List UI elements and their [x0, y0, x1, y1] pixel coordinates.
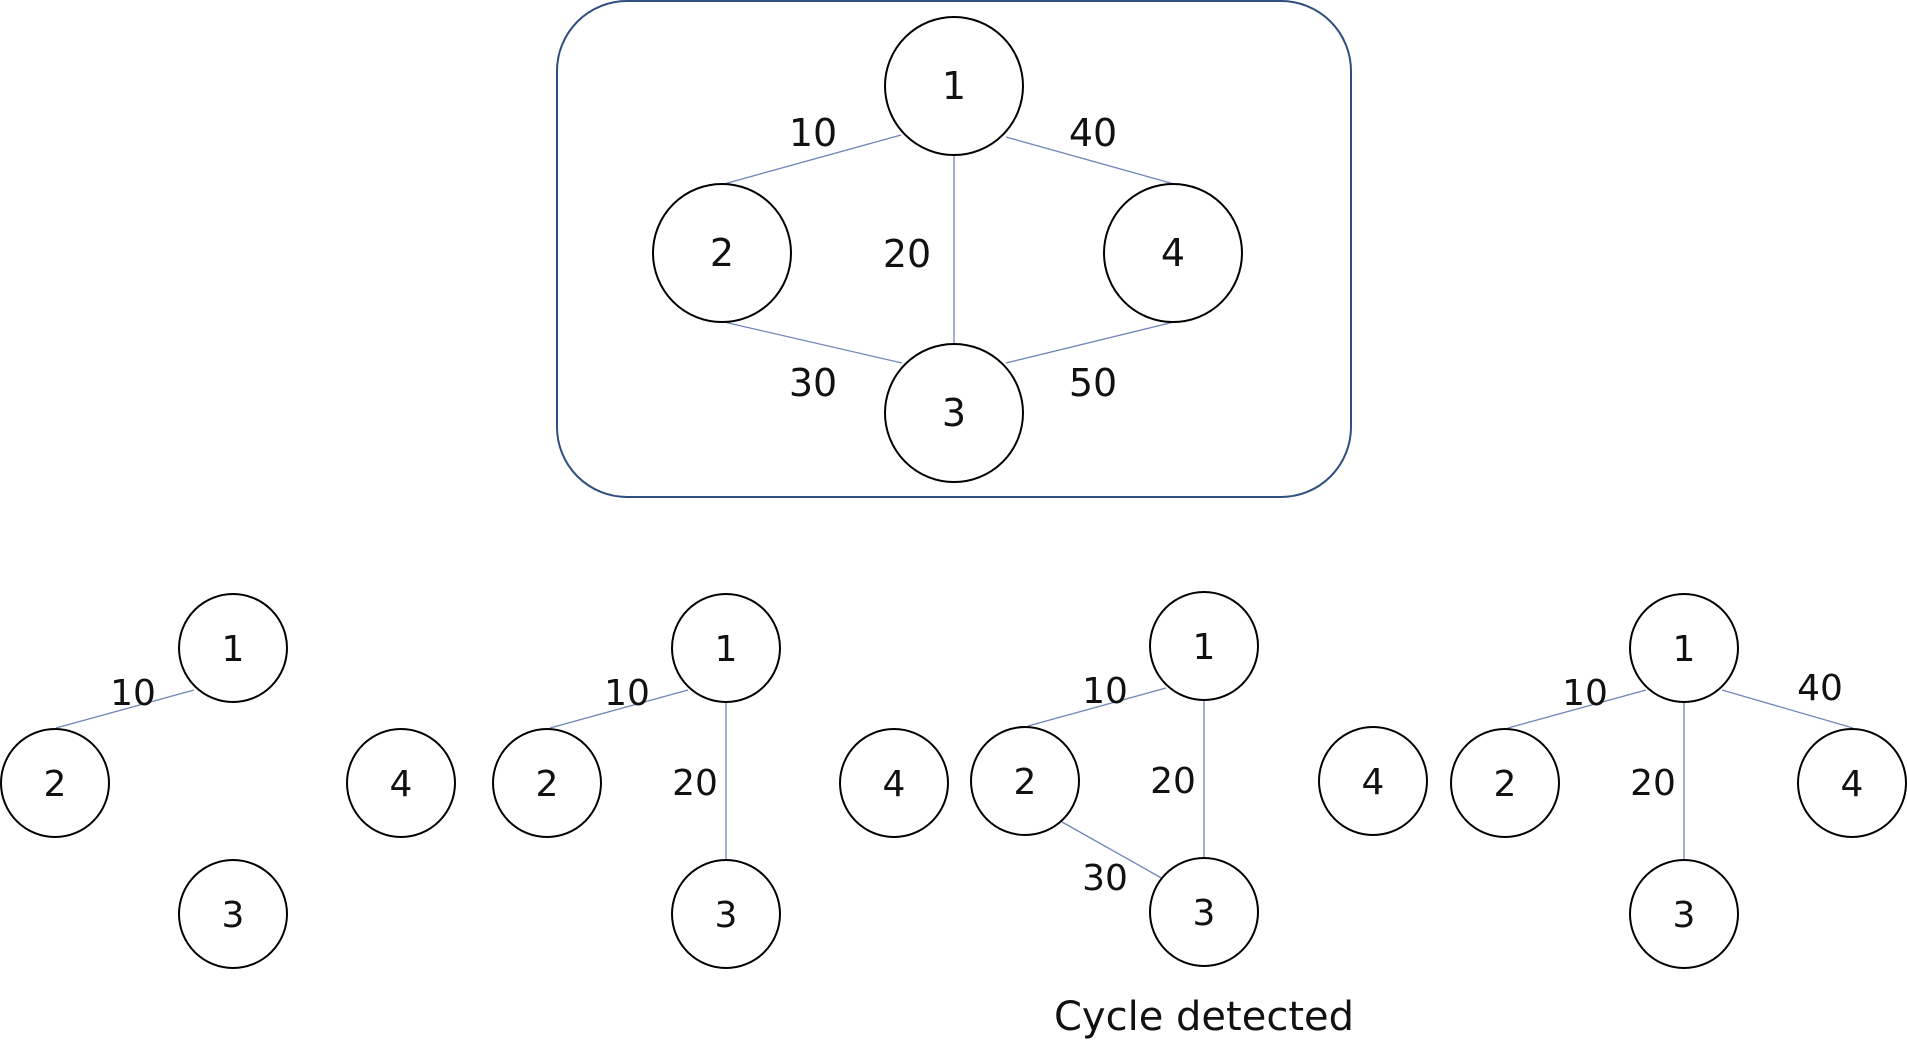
edge-1-2: [723, 134, 902, 185]
node-1: [1629, 593, 1739, 703]
edge-weight-label: 30: [1082, 858, 1128, 899]
node-1: [1149, 591, 1259, 701]
step-1-graph: 1 2 3 4 10: [0, 593, 456, 969]
step-3-graph: 1 2 3 4 10 20 30 Cycle detected: [970, 591, 1428, 1040]
node-4: [839, 728, 949, 838]
edge-weight-label: 10: [789, 111, 837, 155]
node-3: [1629, 859, 1739, 969]
node-3-label: 3: [1673, 895, 1696, 936]
node-3: [178, 859, 288, 969]
cycle-detected-caption: Cycle detected: [1054, 994, 1354, 1040]
edge-1-2: [549, 689, 689, 729]
node-4-label: 4: [1841, 764, 1864, 805]
node-1-label: 1: [222, 629, 245, 670]
node-4-label: 4: [1362, 762, 1385, 803]
node-3: [671, 859, 781, 969]
node-1-label: 1: [942, 64, 966, 108]
edge-1-4: [1721, 689, 1854, 729]
edge-weight-label: 30: [789, 361, 837, 405]
node-4-label: 4: [883, 764, 906, 805]
edge-1-2: [55, 689, 195, 729]
node-4-label: 4: [390, 764, 413, 805]
edge-weight-label: 20: [883, 232, 931, 276]
node-3-label: 3: [715, 895, 738, 936]
node-2-label: 2: [1494, 764, 1517, 805]
edge-2-3: [1061, 821, 1166, 881]
node-1: [671, 593, 781, 703]
node-4: [346, 728, 456, 838]
node-2: [1450, 728, 1560, 838]
node-2-label: 2: [710, 231, 734, 275]
node-3: [884, 343, 1024, 483]
node-1-label: 1: [1193, 627, 1216, 668]
edge-weight-label: 10: [604, 673, 650, 714]
node-2: [970, 726, 1080, 836]
step-4-graph: 1 2 3 4 10 20 40: [1450, 593, 1907, 969]
edge-weight-label: 40: [1069, 111, 1117, 155]
node-4: [1797, 728, 1907, 838]
edge-1-2: [1507, 689, 1647, 729]
node-1: [178, 593, 288, 703]
node-3: [1149, 857, 1259, 967]
node-1-label: 1: [1673, 629, 1696, 670]
edge-weight-label: 40: [1797, 668, 1843, 709]
node-2-label: 2: [536, 764, 559, 805]
edge-1-2: [1027, 687, 1167, 727]
node-1-label: 1: [715, 629, 738, 670]
node-2: [0, 728, 110, 838]
edge-weight-label: 20: [1630, 763, 1676, 804]
edge-weight-label: 20: [1150, 761, 1196, 802]
edge-weight-label: 10: [1562, 673, 1608, 714]
edge-1-4: [1005, 136, 1175, 185]
edge-weight-label: 50: [1069, 361, 1117, 405]
edge-weight-label: 10: [110, 673, 156, 714]
edge-2-3: [723, 321, 903, 364]
node-4: [1318, 726, 1428, 836]
edge-3-4: [1005, 321, 1175, 364]
edge-weight-label: 10: [1082, 671, 1128, 712]
node-3-label: 3: [942, 391, 966, 435]
node-4-label: 4: [1161, 231, 1185, 275]
node-4: [1103, 183, 1243, 323]
full-graph-panel: 1 2 4 3 10 20 30 40 50: [556, 0, 1352, 498]
node-2: [652, 183, 792, 323]
node-3-label: 3: [1193, 893, 1216, 934]
step-2-graph: 1 2 3 4 10 20: [492, 593, 949, 969]
node-2: [492, 728, 602, 838]
node-2-label: 2: [44, 764, 67, 805]
node-2-label: 2: [1014, 762, 1037, 803]
node-3-label: 3: [222, 895, 245, 936]
edge-weight-label: 20: [672, 763, 718, 804]
node-1: [884, 16, 1024, 156]
